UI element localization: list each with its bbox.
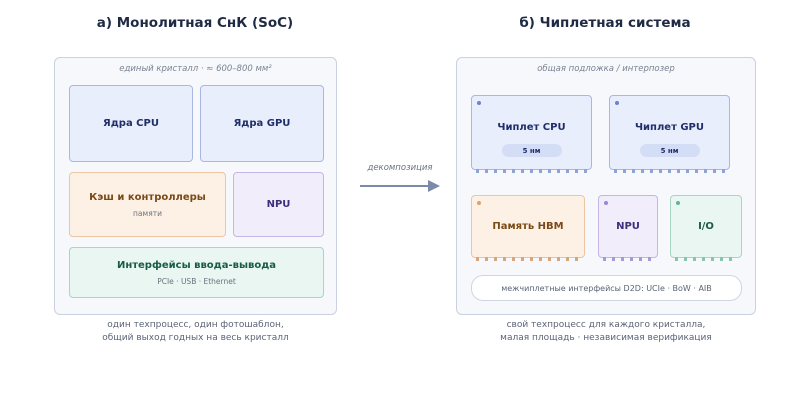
gpu-chiplet-node-badge: 5 нм [639, 144, 700, 157]
cpu-cores-label: Ядра CPU [103, 118, 159, 129]
cpu-chiplet-label: Чиплет CPU [497, 122, 566, 133]
right-note-line-2: малая площадь · независимая верификация [500, 333, 712, 343]
right-title: б) Чиплетная система [519, 15, 691, 31]
npu-chiplet-label: NPU [616, 221, 640, 232]
hbm-chiplet-bumps [476, 257, 580, 261]
cpu-cores-block: Ядра CPU [69, 85, 193, 162]
gpu-chiplet-marker [615, 101, 619, 105]
io-chiplet: I/O [670, 195, 742, 261]
cpu-chiplet-marker [477, 101, 481, 105]
left-note: один техпроцесс, один фотошаблон, общий … [54, 319, 337, 345]
cache-controllers-block: Кэш и контроллеры памяти [69, 172, 226, 237]
gpu-chiplet-label: Чиплет GPU [634, 122, 705, 133]
gpu-cores-label: Ядра GPU [233, 118, 291, 129]
right-note-line-1: свой техпроцесс для каждого кристалла, [506, 320, 706, 330]
gpu-cores-block: Ядра GPU [200, 85, 324, 162]
decomposition-arrow [360, 180, 440, 192]
left-note-line-1: один техпроцесс, один фотошаблон, [107, 320, 284, 330]
d2d-interconnect-bar: межчиплетные интерфейсы D2D: UCIe · BoW … [471, 275, 742, 301]
cpu-chiplet-node-badge: 5 нм [501, 144, 562, 157]
npu-chiplet: NPU [598, 195, 658, 261]
io-interfaces-block: Интерфейсы ввода-вывода PCIe · USB · Eth… [69, 247, 324, 298]
monolithic-die-caption: единый кристалл · ≈ 600–800 мм² [119, 64, 272, 74]
decomposition-label: декомпозиция [367, 163, 433, 173]
cpu-chiplet: Чиплет CPU 5 нм [471, 95, 592, 173]
io-chiplet-label: I/O [698, 221, 714, 232]
io-chiplet-marker [676, 201, 680, 205]
cache-controllers-label: Кэш и контроллеры [89, 191, 206, 203]
npu-block: NPU [233, 172, 324, 237]
right-note: свой техпроцесс для каждого кристалла, м… [456, 319, 756, 345]
left-note-line-2: общий выход годных на весь кристалл [102, 333, 289, 343]
io-interfaces-sub: PCIe · USB · Ethernet [157, 276, 236, 286]
hbm-chiplet-label: Память HBM [492, 221, 564, 232]
gpu-chiplet: Чиплет GPU 5 нм [609, 95, 730, 173]
hbm-chiplet: Память HBM [471, 195, 585, 261]
cpu-chiplet-bumps [476, 169, 587, 173]
io-interfaces-label: Интерфейсы ввода-вывода [116, 259, 277, 271]
npu-chiplet-marker [604, 201, 608, 205]
npu-label: NPU [266, 199, 291, 210]
io-chiplet-bumps [675, 257, 737, 261]
hbm-chiplet-marker [477, 201, 481, 205]
gpu-chiplet-bumps [614, 169, 725, 173]
interposer-caption: общая подложка / интерпозер [537, 64, 675, 74]
npu-chiplet-bumps [603, 257, 653, 261]
cache-controllers-sub: памяти [133, 208, 162, 218]
left-title: а) Монолитная СнК (SoC) [96, 15, 294, 31]
